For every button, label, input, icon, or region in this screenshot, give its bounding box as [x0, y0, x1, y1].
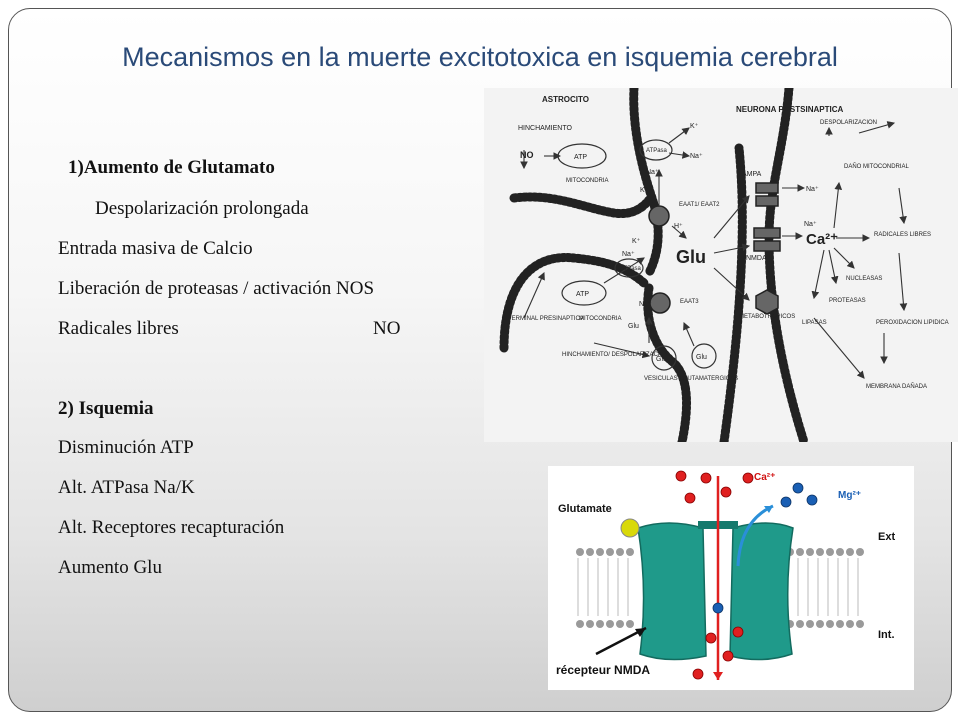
glu-label: Glu	[656, 356, 667, 363]
atpasa-label: ATPasa	[646, 148, 668, 154]
mitocondria-label: MITOCONDRIA	[566, 178, 609, 184]
glu-label: Glu	[628, 323, 639, 330]
section2-line: Alt. ATPasa Na/K	[58, 477, 195, 498]
ion-label: K⁺	[690, 123, 699, 130]
section2-line: Alt. Receptores recapturación	[58, 517, 285, 538]
calcium-ion	[684, 492, 696, 504]
radicales-libres-label: RADICALES LIBRES	[874, 232, 931, 238]
ampa-receptor-icon	[755, 195, 779, 207]
glutamate-label: Glutamate	[558, 503, 612, 515]
nmda-receptor-icon	[753, 240, 781, 252]
ion-label: Na⁺	[690, 153, 703, 160]
postsynaptic-membrane	[764, 83, 809, 447]
calcium-ion	[705, 632, 717, 644]
nmda-label: NMDA	[746, 255, 767, 262]
glu-center-label: Glu	[676, 247, 706, 267]
peroxidacion-lipidica-label: PEROXIDACION LIPIDICA	[876, 320, 949, 326]
dano-mitocondrial-label: DAÑO MITOCONDRIAL	[844, 163, 910, 170]
ext-label: Ext	[878, 531, 895, 543]
eaat-label: EAAT3	[680, 299, 699, 305]
ion-label: Na⁺	[646, 169, 659, 176]
excitotoxicity-diagram: ASTROCITO HINCHAMIENTO NO ATP ATPasa K⁺ …	[484, 83, 958, 447]
magnesium-ion	[806, 494, 818, 506]
neurona-label: NEURONA POSTSINAPTICA	[736, 105, 843, 114]
eaat-label: EAAT1/ EAAT2	[679, 202, 720, 208]
presynaptic-membrane	[499, 253, 649, 353]
calcium-ion	[732, 626, 744, 638]
ampa-receptor-icon	[755, 182, 779, 194]
ion-label: K⁺	[640, 187, 649, 194]
ion-label: Na⁺	[639, 301, 652, 308]
membrana-danada-label: MEMBRANA DAÑADA	[866, 383, 927, 390]
channel-right-subunit	[729, 522, 794, 661]
calcium-label: Ca²⁺	[806, 231, 838, 248]
slide-title: Mecanismos en la muerte excitotoxica en …	[122, 42, 838, 72]
nucleasas-label: NUCLEASAS	[846, 276, 882, 282]
atp-label: ATP	[576, 291, 589, 298]
section1-line: Radicales libres	[58, 318, 179, 339]
magnesium-label: Mg²⁺	[838, 490, 861, 501]
receptor-label: récepteur NMDA	[556, 663, 650, 677]
hinchamiento-label: HINCHAMIENTO	[518, 125, 572, 132]
calcium-ion	[722, 650, 734, 662]
ion-label: H⁺	[646, 323, 655, 330]
mitocondria-label: MITOCONDRIA	[579, 316, 622, 322]
calcium-ion	[700, 472, 712, 484]
atpasa-label: ATPasa	[620, 266, 642, 272]
astrocyte-membrane	[629, 83, 663, 278]
proteasas-label: PROTEASAS	[829, 298, 866, 304]
section2-heading: 2) Isquemia	[58, 398, 154, 419]
section1-line: NO	[373, 318, 401, 339]
nmda-receptor-icon	[753, 227, 781, 239]
section1-heading: 1)Aumento de Glutamato	[68, 157, 275, 178]
magnesium-ion	[792, 482, 804, 494]
section1-line: Despolarización prolongada	[95, 198, 309, 219]
section1-line: Entrada masiva de Calcio	[58, 238, 253, 259]
eaat-transporter-icon	[648, 205, 670, 227]
ion-label: H⁺	[674, 223, 683, 230]
nmda-receptor-diagram: Glutamate Ca²⁺ Mg²⁺ Ext Int. récepteur N…	[548, 466, 914, 690]
despolarizacion-label: DESPOLARIZACION	[820, 120, 877, 126]
int-label: Int.	[878, 629, 895, 641]
ion-label: Na⁺	[806, 186, 819, 193]
ion-label: Na⁺	[804, 221, 817, 228]
astrocito-label: ASTROCITO	[542, 95, 589, 104]
vesiculas-label: VESICULAS GLUTAMATERGICAS	[644, 376, 738, 382]
channel-left-subunit	[637, 522, 707, 661]
calcium-ion	[742, 472, 754, 484]
glu-label: Glu	[696, 354, 707, 361]
calcium-ion	[692, 668, 704, 680]
glutamate-molecule	[620, 518, 640, 538]
ampa-label: AMPA	[742, 171, 762, 178]
metabotropicos-label: METABOTROPICOS	[739, 314, 795, 320]
ion-label: Na⁺	[622, 251, 635, 258]
hinchamiento-despolarizacion-label: HINCHAMIENTO/ DESPOLARIZACION	[562, 352, 669, 358]
magnesium-ion	[780, 496, 792, 508]
lipasas-label: LIPASAS	[802, 320, 827, 326]
section1-line: Liberación de proteasas / activación NOS	[58, 278, 375, 299]
ion-label: K⁺	[632, 238, 641, 245]
calcium-ion	[675, 470, 687, 482]
presynaptic-membrane	[643, 283, 692, 447]
astrocyte-membrane	[509, 192, 654, 219]
eaat-transporter-icon	[649, 292, 671, 314]
terminal-presinaptica-label: TERMINAL PRESINAPTICA	[508, 316, 584, 322]
postsynaptic-membrane	[719, 143, 747, 447]
calcium-label: Ca²⁺	[754, 472, 775, 483]
metabotropic-receptor-icon	[755, 289, 779, 315]
calcium-ion	[720, 486, 732, 498]
section2-line: Aumento Glu	[58, 557, 162, 578]
atp-label: ATP	[574, 154, 587, 161]
magnesium-ion	[712, 602, 724, 614]
no-label: NO	[520, 150, 534, 160]
section2-line: Disminución ATP	[58, 437, 194, 458]
